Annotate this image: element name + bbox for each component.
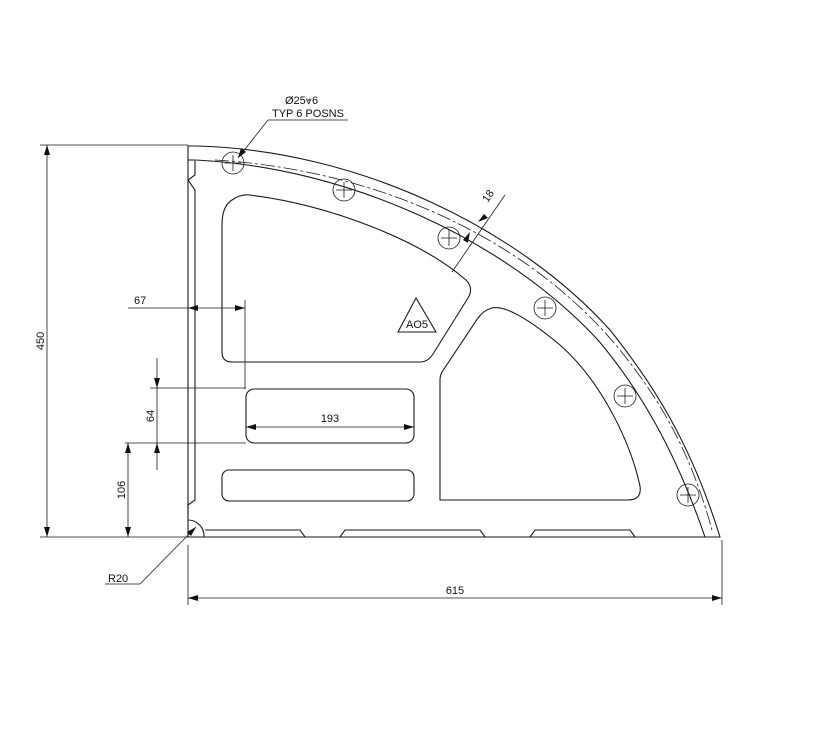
dim-18-label: 18 (480, 188, 497, 205)
middle-slot (245, 388, 415, 444)
bottom-frame-edge (205, 529, 636, 538)
bolt-hole-1 (221, 151, 245, 175)
upper-left-pocket (221, 194, 472, 363)
bolt-hole-2 (332, 178, 356, 202)
hole-center-marks (225, 155, 696, 503)
dim-67-label: 67 (134, 295, 146, 307)
part-outline (187, 145, 721, 538)
dim-64-lines (150, 358, 246, 470)
dim-106-arrows (125, 443, 131, 537)
dim-615-lines (187, 540, 723, 605)
pockets (221, 194, 641, 502)
bolt-hole-3 (437, 226, 461, 250)
dim-67-lines (128, 300, 246, 389)
bolt-hole-5 (613, 384, 637, 408)
dim-r20-label: R20 (108, 573, 128, 585)
dim-450-lines (40, 144, 188, 538)
dim-615-label: 615 (446, 585, 464, 597)
dim-106-label: 106 (116, 481, 128, 499)
dim-64-label: 64 (145, 410, 157, 422)
dim-106-lines (125, 442, 150, 537)
bolt-hole-6 (676, 483, 700, 507)
dim-18-arrows (463, 214, 488, 243)
corner-radius-arc (187, 519, 205, 538)
dimensions: 450 615 67 64 193 106 18 R20 Ø25⩔6 TYP 6… (35, 95, 723, 605)
dim-r20-leader (105, 526, 197, 585)
dim-18-line (451, 194, 506, 273)
marker-label: AO5 (406, 319, 428, 331)
outer-profile (187, 145, 721, 538)
dim-193-label: 193 (321, 413, 339, 425)
bolt-hole-4 (533, 296, 557, 320)
bolt-holes (214, 151, 713, 531)
marker-triangle: AO5 (397, 296, 437, 333)
hole-callout-arrow (238, 148, 246, 158)
dim-450-label: 450 (35, 332, 47, 350)
inner-rim (195, 159, 706, 538)
lower-right-pocket (439, 307, 641, 501)
hole-callout-leader (237, 119, 348, 159)
pitch-circle-centerline (214, 159, 713, 531)
dim-r20-arrow (187, 527, 196, 536)
left-frame-edge (187, 159, 196, 515)
hole-callout-line2: TYP 6 POSNS (272, 108, 344, 120)
hole-callout-line1: Ø25⩔6 (285, 95, 318, 107)
triangle-icon (397, 296, 437, 333)
lower-slot (221, 469, 415, 502)
